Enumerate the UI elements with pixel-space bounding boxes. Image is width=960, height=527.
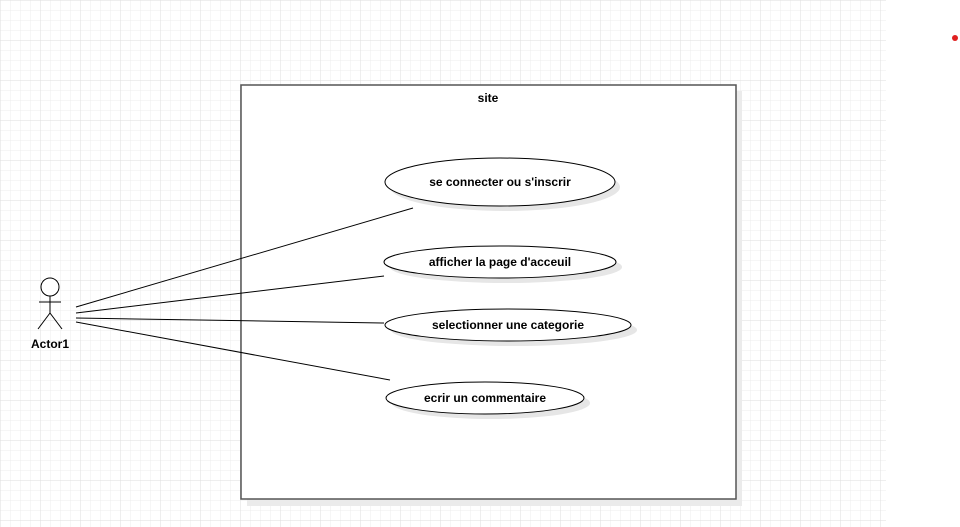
use-case-label: se connecter ou s'inscrir — [429, 175, 571, 189]
association-line[interactable] — [75, 317, 385, 324]
marker-dot — [952, 35, 958, 41]
association-line[interactable] — [75, 275, 385, 314]
use-case-homepage[interactable]: afficher la page d'acceuil — [383, 245, 622, 283]
system-boundary[interactable] — [240, 84, 737, 500]
use-case-label: selectionner une categorie — [432, 318, 584, 332]
use-case-ellipse[interactable] — [384, 308, 632, 342]
association-line[interactable] — [75, 207, 414, 308]
actor-left-leg — [37, 312, 51, 330]
actor-head-icon — [40, 277, 60, 297]
association-line[interactable] — [75, 321, 391, 381]
use-case-category[interactable]: selectionner une categorie — [384, 308, 637, 346]
use-case-label: ecrir un commentaire — [424, 391, 546, 405]
actor-label: Actor1 — [31, 337, 69, 351]
actor-right-leg — [49, 312, 63, 330]
use-case-ellipse[interactable] — [384, 157, 616, 207]
use-case-label: afficher la page d'acceuil — [429, 255, 571, 269]
use-case-ellipse[interactable] — [385, 381, 585, 415]
use-case-ellipse[interactable] — [383, 245, 617, 279]
system-title: site — [478, 91, 499, 105]
use-case-connect[interactable]: se connecter ou s'inscrir — [384, 157, 620, 211]
associations — [75, 207, 414, 381]
use-case-comment[interactable]: ecrir un commentaire — [385, 381, 590, 419]
actor[interactable] — [37, 277, 63, 330]
